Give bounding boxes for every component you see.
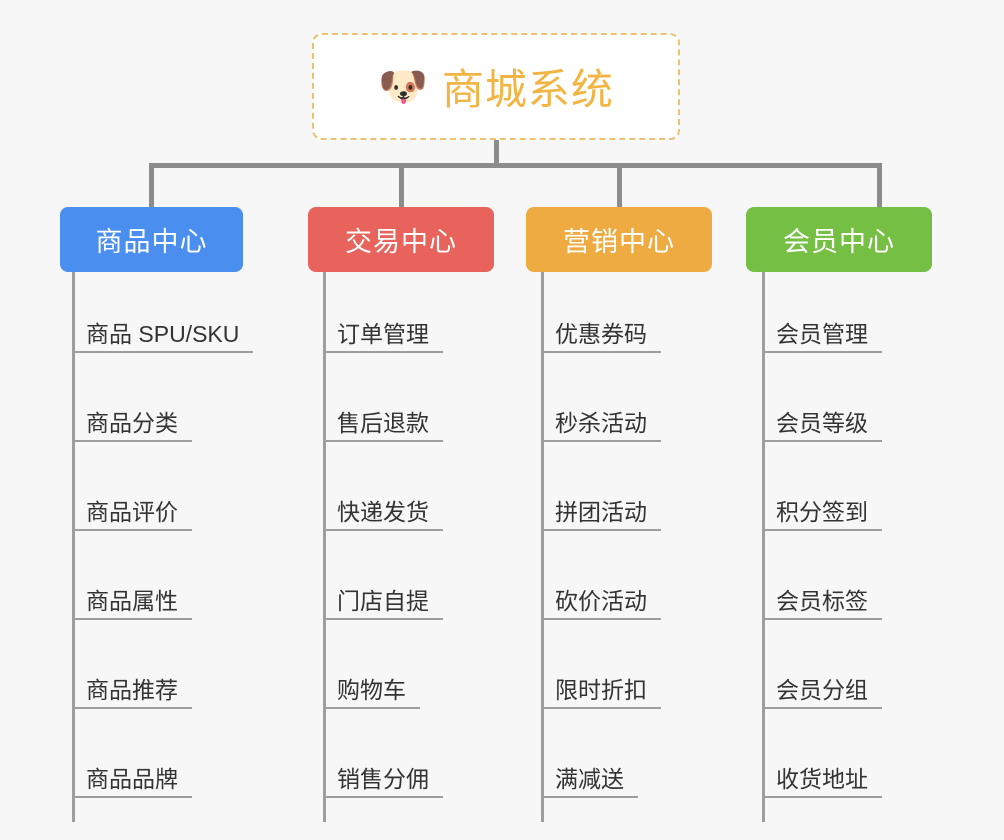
leaf-item-label: 收货地址	[776, 765, 868, 792]
leaf-item[interactable]: 销售分佣	[323, 717, 443, 798]
leaf-item-label: 会员管理	[776, 320, 868, 347]
leaf-item[interactable]: 快递发货	[323, 450, 443, 531]
leaf-item-label: 限时折扣	[555, 676, 647, 703]
leaf-item-label: 快递发货	[337, 498, 429, 525]
category-label-2: 交易中心	[345, 227, 457, 257]
leaf-item[interactable]: 拼团活动	[541, 450, 661, 531]
connector-horizontal-bus	[149, 163, 882, 168]
leaf-item[interactable]: 优惠券码	[541, 272, 661, 353]
category-box-2[interactable]: 交易中心	[308, 207, 494, 272]
connector-drop-2	[399, 163, 404, 209]
connector-root-stem	[494, 140, 499, 165]
leaf-item[interactable]: 积分签到	[762, 450, 882, 531]
leaf-item-label: 购物车	[337, 676, 406, 703]
leaf-item[interactable]: 限时折扣	[541, 628, 661, 709]
leaf-item[interactable]: 满减送	[541, 717, 638, 798]
leaf-item[interactable]: 订单管理	[323, 272, 443, 353]
leaf-trunk-3	[541, 272, 544, 822]
leaf-trunk-4	[762, 272, 765, 822]
leaf-item-label: 砍价活动	[555, 587, 647, 614]
category-box-3[interactable]: 营销中心	[526, 207, 712, 272]
leaf-item[interactable]: 售后退款	[323, 361, 443, 442]
leaf-item[interactable]: 会员管理	[762, 272, 882, 353]
leaf-item-label: 商品属性	[86, 587, 178, 614]
leaf-item-label: 优惠券码	[555, 320, 647, 347]
leaf-item[interactable]: 商品属性	[72, 539, 192, 620]
leaf-item-label: 会员分组	[776, 676, 868, 703]
root-node[interactable]: 🐶 商城系统	[312, 33, 680, 140]
leaf-item[interactable]: 秒杀活动	[541, 361, 661, 442]
connector-drop-4	[877, 163, 882, 209]
leaf-item[interactable]: 商品评价	[72, 450, 192, 531]
leaf-item-label: 门店自提	[337, 587, 429, 614]
leaf-item-label: 商品品牌	[86, 765, 178, 792]
leaf-item-label: 商品推荐	[86, 676, 178, 703]
leaf-item[interactable]: 商品 SPU/SKU	[72, 272, 254, 353]
category-box-4[interactable]: 会员中心	[746, 207, 932, 272]
connector-drop-3	[617, 163, 622, 209]
leaf-item[interactable]: 会员标签	[762, 539, 882, 620]
leaf-item-label: 积分签到	[776, 498, 868, 525]
leaf-item-label: 商品分类	[86, 409, 178, 436]
leaf-item[interactable]: 商品分类	[72, 361, 192, 442]
leaf-item[interactable]: 购物车	[323, 628, 420, 709]
root-node-label: 商城系统	[441, 66, 614, 113]
category-label-3: 营销中心	[563, 227, 675, 257]
leaf-trunk-1	[72, 272, 75, 822]
leaf-item-label: 秒杀活动	[555, 409, 647, 436]
leaf-item-label: 销售分佣	[337, 765, 429, 792]
leaf-item[interactable]: 商品品牌	[72, 717, 192, 798]
leaf-item[interactable]: 会员等级	[762, 361, 882, 442]
category-box-1[interactable]: 商品中心	[60, 207, 243, 272]
category-label-4: 会员中心	[783, 227, 895, 257]
leaf-item[interactable]: 砍价活动	[541, 539, 661, 620]
leaf-item-label: 订单管理	[337, 320, 429, 347]
leaf-item-label: 商品评价	[86, 498, 178, 525]
leaf-item[interactable]: 商品推荐	[72, 628, 192, 709]
leaf-item[interactable]: 收货地址	[762, 717, 882, 798]
leaf-item-label: 会员等级	[776, 409, 868, 436]
leaf-item[interactable]: 会员分组	[762, 628, 882, 709]
leaf-item-label: 会员标签	[776, 587, 868, 614]
leaf-item-label: 商品 SPU/SKU	[86, 320, 240, 347]
leaf-item-label: 拼团活动	[555, 498, 647, 525]
connector-drop-1	[149, 163, 154, 209]
leaf-item-label: 满减送	[555, 765, 624, 792]
leaf-item[interactable]: 门店自提	[323, 539, 443, 620]
dog-face-icon: 🐶	[378, 64, 428, 109]
leaf-item-label: 售后退款	[337, 409, 429, 436]
category-label-1: 商品中心	[95, 227, 208, 257]
leaf-trunk-2	[323, 272, 326, 822]
